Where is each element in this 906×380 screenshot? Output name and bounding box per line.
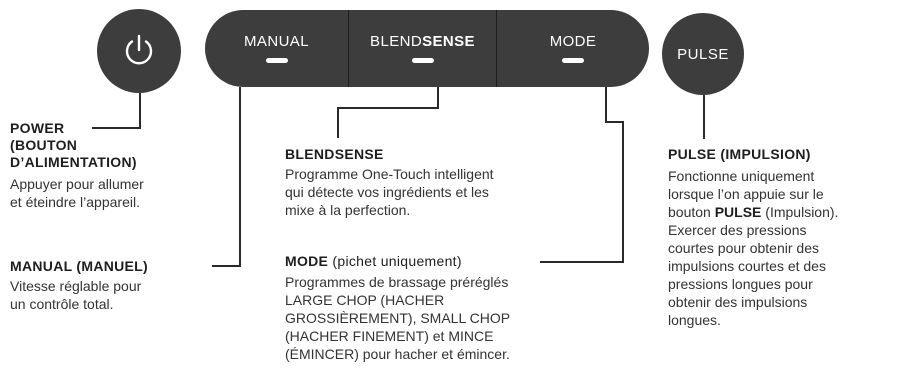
manual-button[interactable]: MANUAL	[205, 10, 348, 87]
blendsense-indicator-light	[411, 58, 434, 63]
mode-description: Programmes de brassage préréglés LARGE C…	[285, 274, 511, 362]
mode-button[interactable]: MODE	[497, 10, 649, 87]
power-heading: POWER (BOUTON D’ALIMENTATION)	[10, 120, 137, 170]
blendsense-leader-line	[337, 108, 339, 138]
pulse-leader-line	[703, 95, 705, 139]
mode-heading: MODE (pichet uniquement)	[285, 253, 462, 269]
control-panel: MANUAL BLENDSENSE MODE	[205, 10, 649, 87]
mode-leader-line	[605, 121, 624, 123]
blendsense-leader-line	[337, 107, 439, 109]
panel-divider	[348, 10, 349, 87]
manual-label: MANUAL	[244, 33, 309, 50]
blendsense-leader-line	[437, 87, 439, 109]
mode-leader-line	[540, 261, 624, 263]
pulse-label: PULSE	[677, 45, 729, 63]
manual-leader-line	[212, 265, 241, 267]
mode-leader-line	[605, 87, 607, 123]
manual-indicator-light	[265, 58, 288, 63]
manual-description: Vitesse réglable pour un contrôle total.	[10, 278, 142, 312]
pulse-heading: PULSE (IMPULSION)	[668, 146, 811, 162]
power-description: Appuyer pour allumer et éteindre l’appar…	[10, 176, 144, 210]
power-icon	[125, 34, 153, 65]
blendsense-description: Programme One-Touch intelligent qui déte…	[285, 166, 494, 218]
power-leader-line	[92, 127, 141, 129]
manual-leader-line	[239, 87, 241, 267]
blendsense-button[interactable]: BLENDSENSE	[349, 10, 496, 87]
panel-divider	[496, 10, 497, 87]
manual-heading: MANUAL (MANUEL)	[10, 258, 148, 274]
mode-label: MODE	[549, 33, 597, 50]
power-leader-line	[139, 93, 141, 129]
blendsense-heading: BLENDSENSE	[285, 146, 384, 162]
mode-indicator-light	[562, 58, 584, 63]
pulse-description: Fonctionne uniquement lorsque l’on appui…	[668, 168, 839, 328]
power-button[interactable]	[97, 9, 181, 93]
blendsense-label: BLENDSENSE	[370, 33, 475, 50]
mode-leader-line	[622, 121, 624, 263]
pulse-button[interactable]: PULSE	[662, 13, 744, 95]
